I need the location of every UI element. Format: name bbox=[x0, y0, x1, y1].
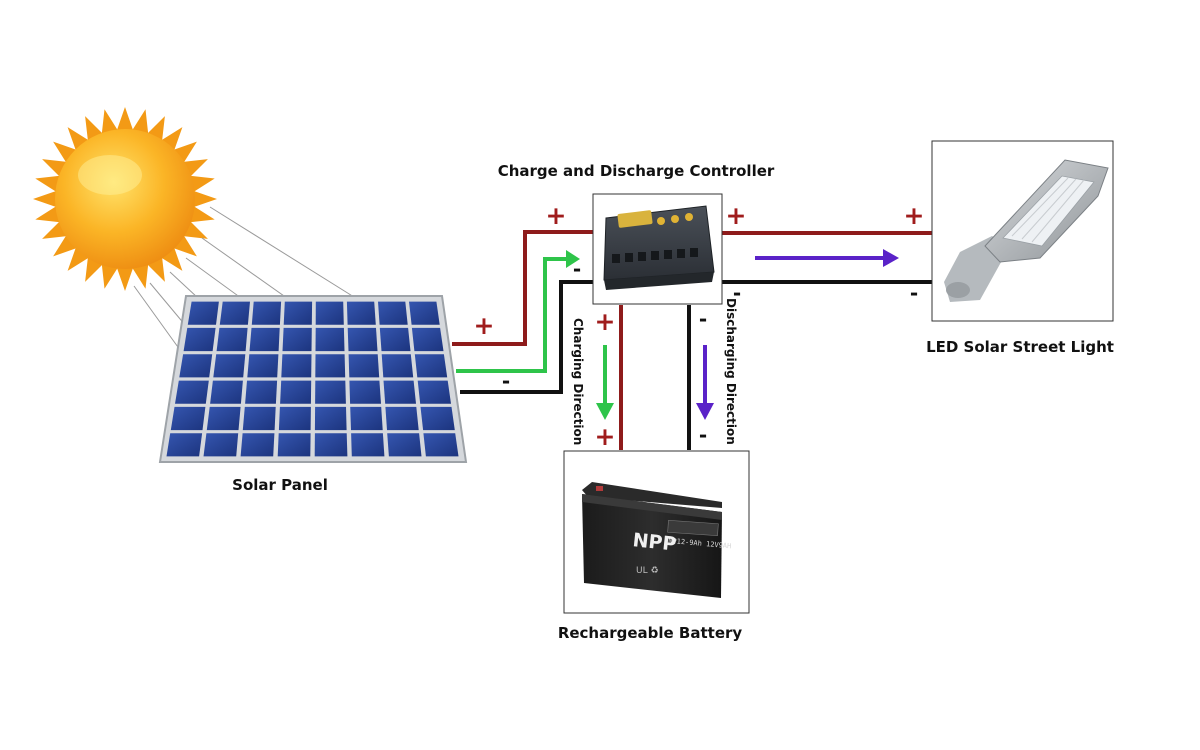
solar-cell bbox=[409, 301, 440, 325]
battery-icon: NP12-9Ah 12V9AH NPP UL ♻ bbox=[563, 450, 750, 614]
controller-label: Charge and Discharge Controller bbox=[498, 162, 775, 180]
solar-cell bbox=[414, 354, 448, 378]
solar-cell bbox=[278, 406, 311, 431]
plus-sign-controller-battery: + bbox=[595, 307, 616, 336]
solar-cell bbox=[282, 327, 312, 352]
plus-sign-controller-in: + bbox=[546, 201, 567, 230]
solar-cell bbox=[314, 406, 347, 431]
solar-cell bbox=[247, 354, 279, 378]
solar-cell bbox=[281, 354, 312, 378]
solar-cell bbox=[280, 380, 312, 404]
wires bbox=[452, 230, 934, 450]
solar-cell bbox=[283, 301, 313, 325]
battery-discharging-arrow bbox=[696, 345, 714, 420]
solar-cell bbox=[206, 406, 241, 431]
solar-panel-label: Solar Panel bbox=[232, 476, 328, 494]
panel-positive-wire bbox=[452, 230, 594, 346]
solar-cell bbox=[411, 327, 444, 352]
battery-label: Rechargeable Battery bbox=[558, 624, 743, 642]
battery-charging-arrow bbox=[596, 345, 614, 420]
solar-cell bbox=[420, 406, 455, 431]
charging-direction-label: Charging Direction bbox=[571, 318, 585, 445]
minus-sign-panel: - bbox=[502, 369, 510, 393]
solar-cell bbox=[170, 406, 206, 431]
plus-sign-panel: + bbox=[474, 311, 495, 340]
solar-cell bbox=[315, 380, 346, 404]
solar-cell bbox=[277, 433, 311, 457]
discharging-direction-label: Discharging Direction bbox=[724, 298, 738, 445]
discharge-flow-arrow bbox=[755, 249, 899, 267]
solar-cell bbox=[213, 354, 246, 378]
solar-cell bbox=[349, 380, 381, 404]
solar-cell bbox=[203, 433, 239, 457]
solar-cell bbox=[210, 380, 243, 404]
solar-panel-cells bbox=[166, 301, 459, 457]
solar-cell bbox=[242, 406, 276, 431]
solar-cell bbox=[216, 327, 248, 352]
solar-cell bbox=[183, 327, 216, 352]
minus-sign-lamp: - bbox=[910, 281, 918, 305]
solar-cell bbox=[381, 354, 414, 378]
plus-sign-lamp: + bbox=[904, 201, 925, 230]
solar-cell bbox=[315, 354, 346, 378]
charging-flow-arrow bbox=[456, 250, 580, 373]
solar-cell bbox=[314, 433, 348, 457]
street-light-label: LED Solar Street Light bbox=[926, 338, 1114, 356]
polarity-signs: + + + + + + - - - - - - bbox=[474, 201, 925, 451]
solar-cell bbox=[350, 406, 383, 431]
solar-cell bbox=[348, 354, 380, 378]
plus-sign-controller-out: + bbox=[726, 201, 747, 230]
solar-cell bbox=[385, 406, 419, 431]
solar-cell bbox=[179, 354, 213, 378]
minus-sign-controller-right: - bbox=[733, 281, 741, 305]
led-street-light-icon bbox=[931, 140, 1114, 322]
minus-sign-battery: - bbox=[699, 423, 707, 447]
solar-cell bbox=[346, 301, 376, 325]
solar-cell bbox=[315, 301, 344, 325]
solar-cell bbox=[240, 433, 275, 457]
minus-sign-controller-battery: - bbox=[699, 307, 707, 331]
solar-cell bbox=[249, 327, 280, 352]
solar-cell bbox=[315, 327, 345, 352]
sun-icon bbox=[33, 107, 217, 291]
controller-box bbox=[592, 193, 723, 305]
battery-cert-marks: UL ♻ bbox=[636, 566, 659, 576]
solar-cell bbox=[347, 327, 378, 352]
solar-cell bbox=[251, 301, 282, 325]
solar-cell bbox=[383, 380, 416, 404]
solar-cell bbox=[187, 301, 219, 325]
solar-cell bbox=[219, 301, 250, 325]
solar-cell bbox=[379, 327, 411, 352]
minus-sign-controller-in: - bbox=[573, 257, 581, 281]
solar-cell bbox=[351, 433, 385, 457]
panel-negative-wire bbox=[460, 280, 594, 394]
solar-cell bbox=[166, 433, 203, 457]
solar-cell bbox=[175, 380, 209, 404]
solar-cell bbox=[378, 301, 408, 325]
plus-sign-battery: + bbox=[595, 422, 616, 451]
solar-cell bbox=[387, 433, 422, 457]
solar-cell bbox=[417, 380, 451, 404]
battery-brand-label: NPP bbox=[632, 529, 678, 555]
solar-panel-icon bbox=[158, 295, 468, 463]
solar-cell bbox=[245, 380, 278, 404]
solar-cell bbox=[423, 433, 459, 457]
